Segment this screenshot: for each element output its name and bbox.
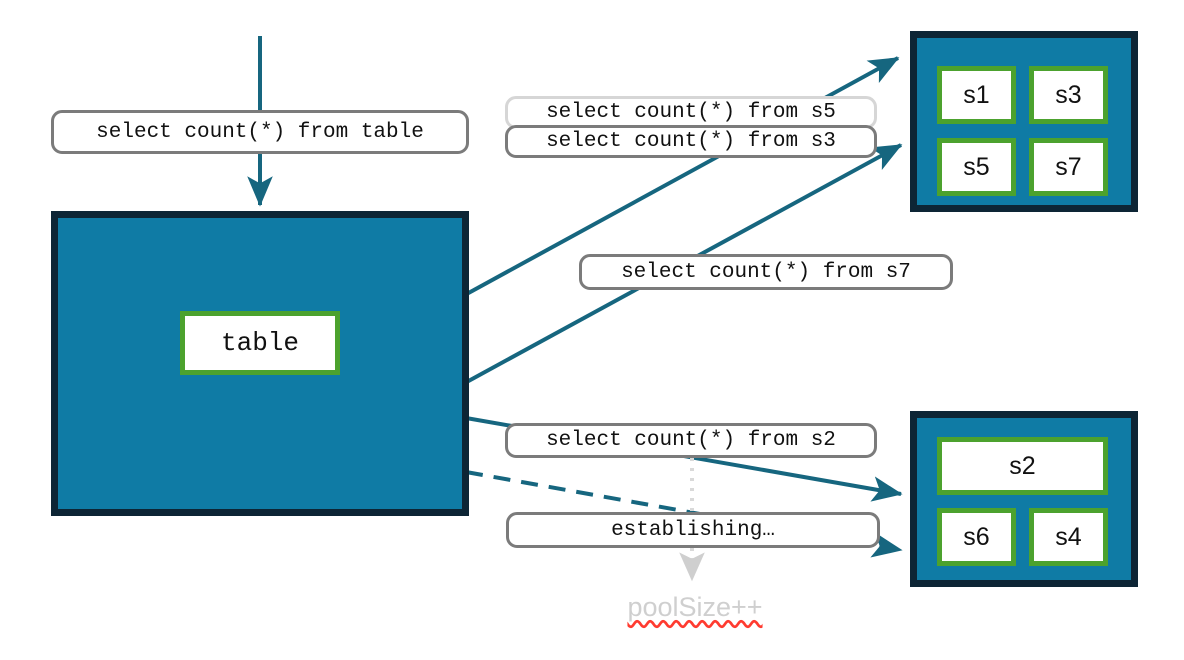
status-chip-establishing[interactable]: establishing… — [506, 512, 880, 548]
poolsize-annotation: poolSize++ — [627, 592, 763, 622]
connection-cell-s2[interactable]: s2 — [937, 437, 1108, 495]
connection-cell-s3[interactable]: s3 — [1029, 66, 1108, 124]
connection-cell-s6[interactable]: s6 — [937, 508, 1016, 566]
connection-cell-s4[interactable]: s4 — [1029, 508, 1108, 566]
table-cell[interactable]: table — [180, 311, 340, 375]
query-chip-s2[interactable]: select count(*) from s2 — [505, 423, 877, 458]
connection-cell-s7[interactable]: s7 — [1029, 138, 1108, 196]
query-chip-s7[interactable]: select count(*) from s7 — [579, 254, 953, 290]
connection-cell-s5[interactable]: s5 — [937, 138, 1016, 196]
query-chip-s3[interactable]: select count(*) from s3 — [505, 125, 877, 158]
query-chip-table[interactable]: select count(*) from table — [51, 110, 469, 154]
connection-cell-s1[interactable]: s1 — [937, 66, 1016, 124]
